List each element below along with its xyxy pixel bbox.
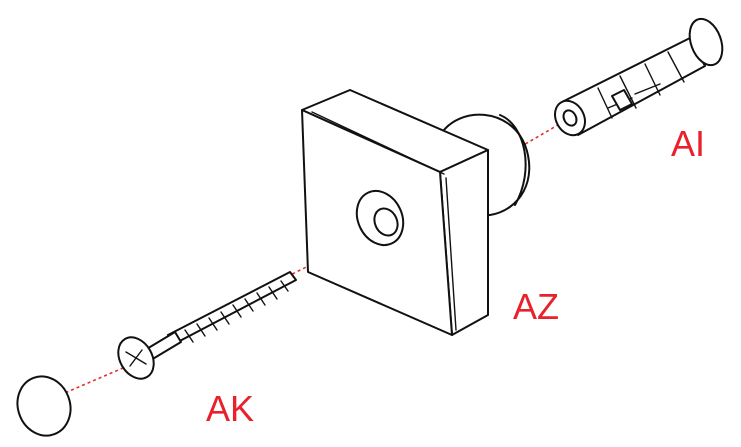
wall-anchor [554,17,724,137]
phillips-slot-icon [125,349,147,367]
axis-segment-cap-screw [59,364,131,396]
label-screw: AK [206,388,254,429]
label-body: AZ [513,286,559,327]
axis-segment-body-anchor [514,117,571,151]
screw [117,271,297,380]
square-mount-body [301,89,531,336]
cover-cap [16,375,72,437]
label-anchor: AI [671,123,705,164]
